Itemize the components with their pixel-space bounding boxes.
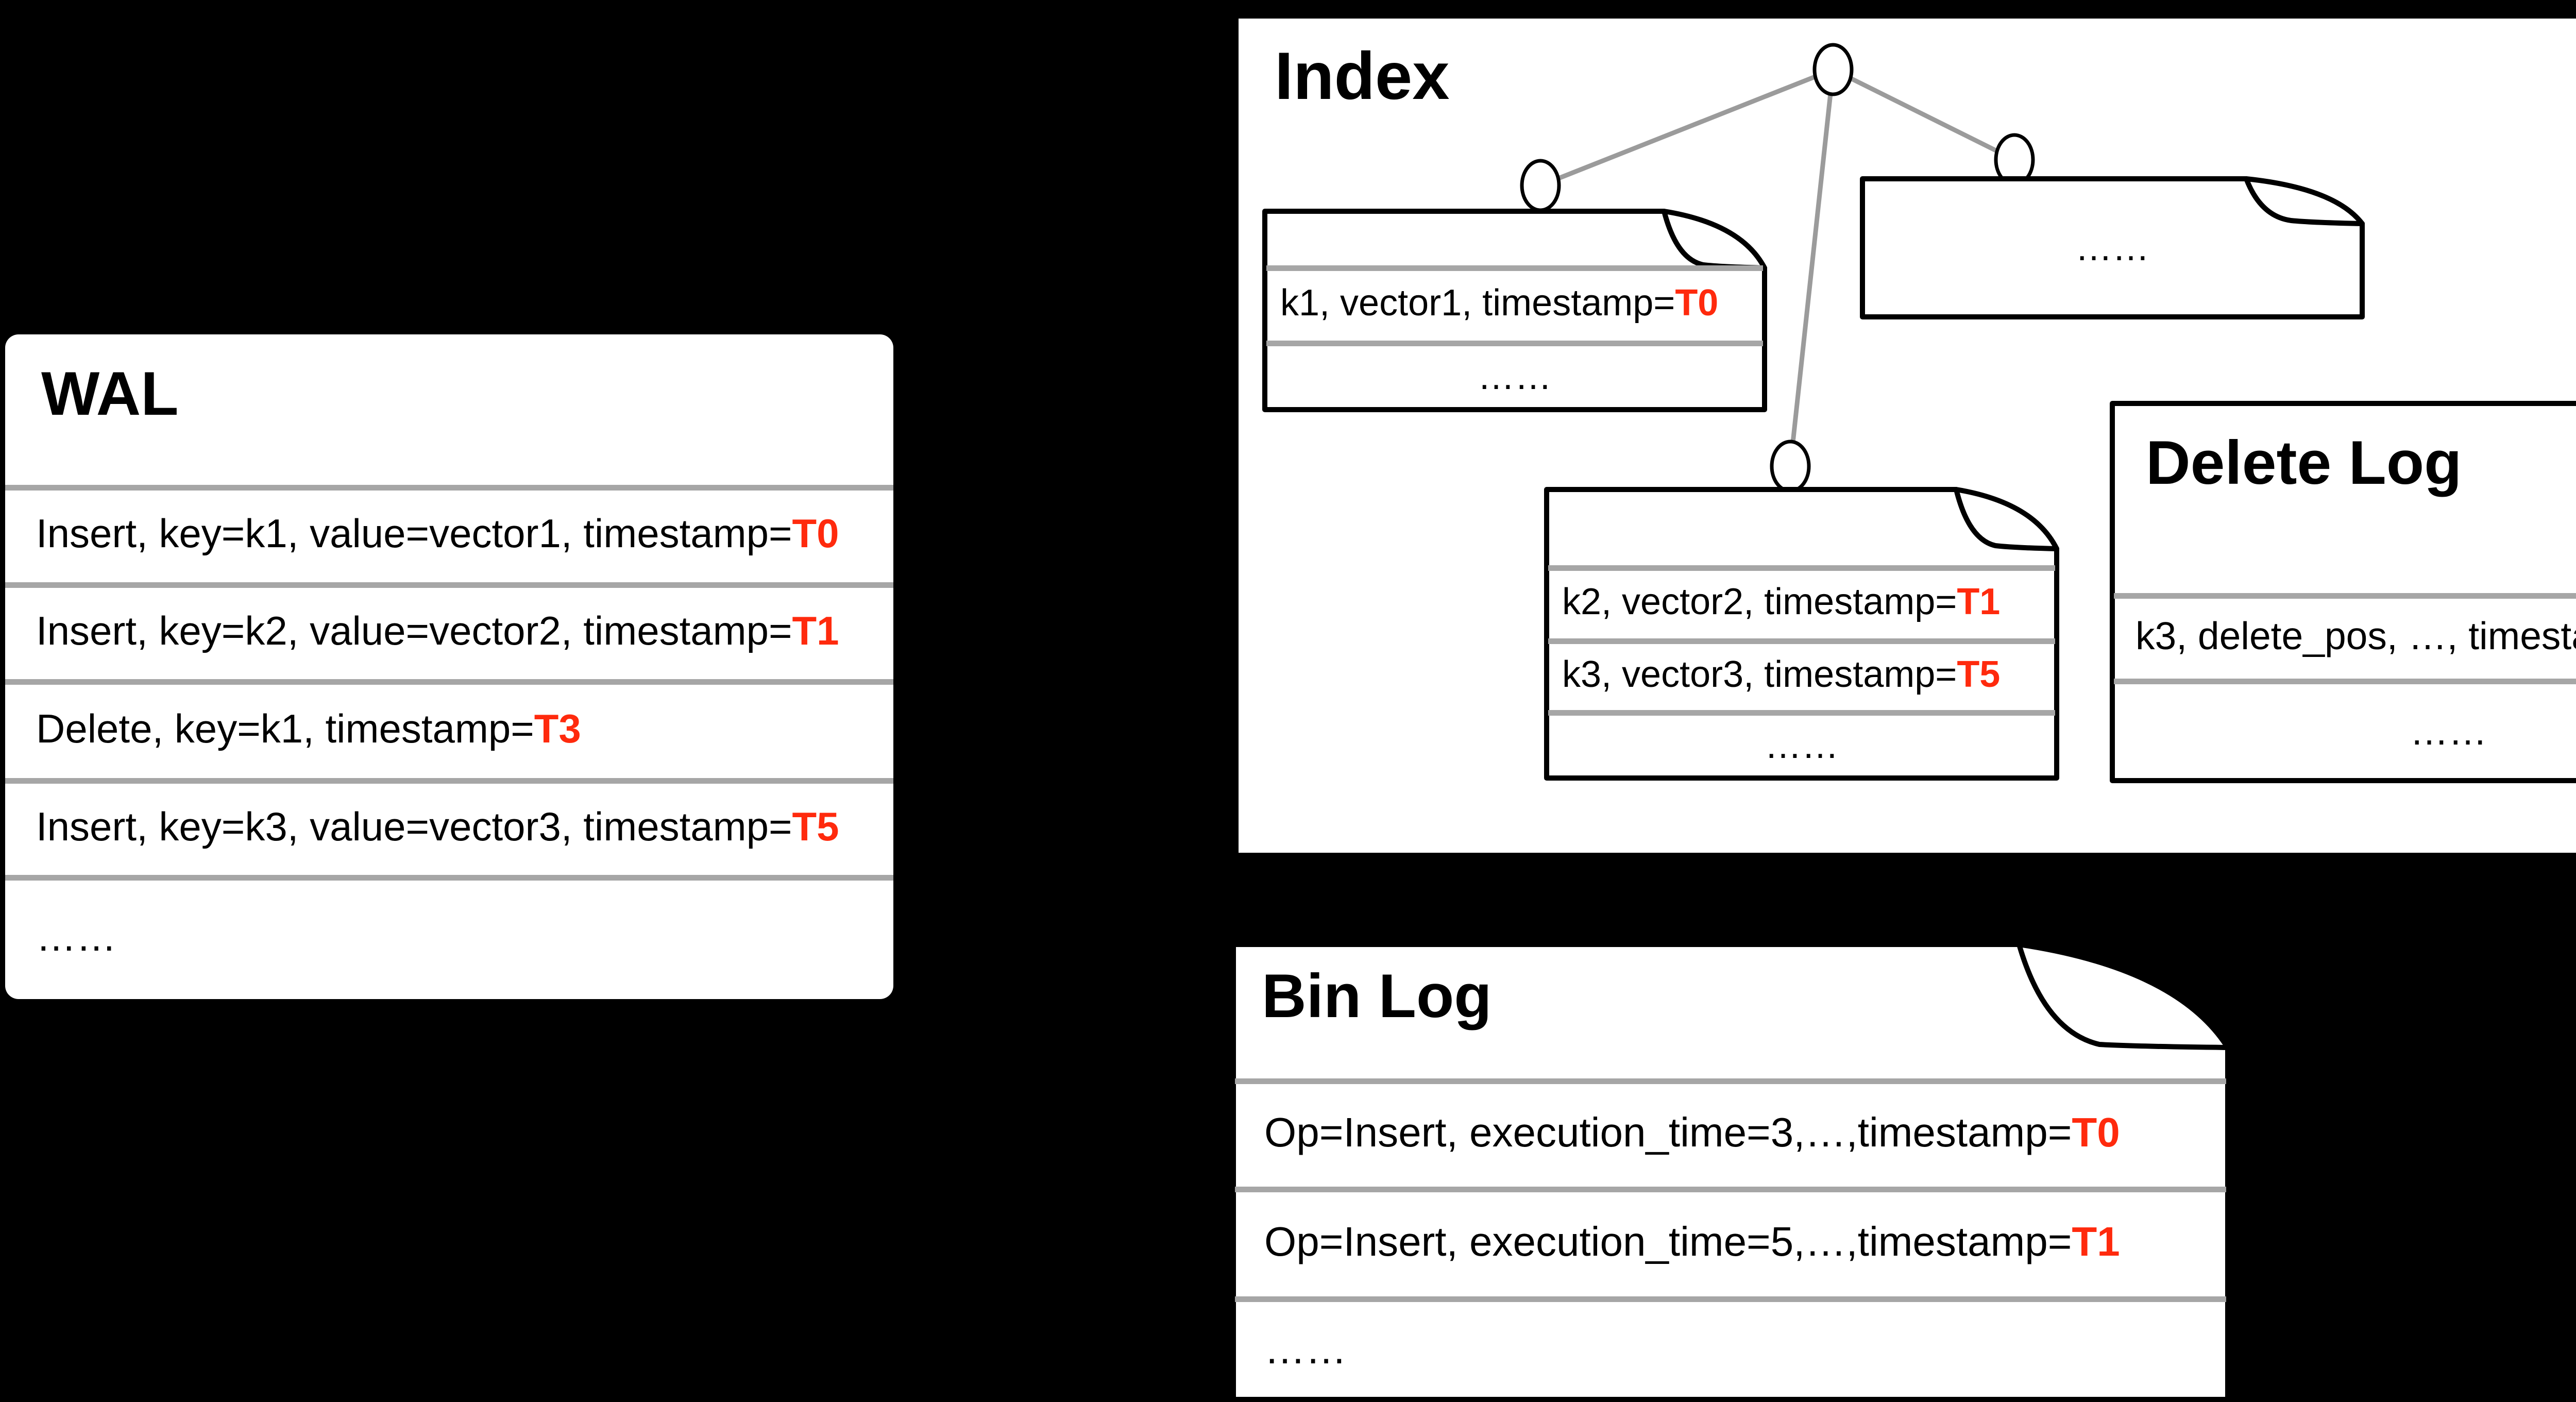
wal-row-timestamp: T0 xyxy=(792,511,839,556)
bin-log-row-timestamp: T0 xyxy=(2072,1109,2120,1155)
divider xyxy=(1548,638,2055,644)
delete-log-row-ellipsis: …… xyxy=(2110,679,2576,783)
divider xyxy=(1266,265,1763,271)
index-segment-doc-more: …… xyxy=(1860,176,2365,319)
wal-row: Insert, key=k1, value=vector1, timestamp… xyxy=(5,485,893,582)
document-shape xyxy=(2110,401,2576,783)
document-shape xyxy=(1231,942,2230,1402)
divider xyxy=(5,778,893,784)
delete-log-title: Delete Log xyxy=(2146,428,2462,497)
tree-node-circle xyxy=(1812,43,1854,96)
wal-row-timestamp: T3 xyxy=(534,705,581,751)
divider xyxy=(1266,341,1763,346)
document-shape xyxy=(1860,176,2365,319)
index-panel: Index k1, vector1, timestamp=T0 …… xyxy=(1232,12,2576,859)
wal-row: Insert, key=k2, value=vector2, timestamp… xyxy=(5,582,893,679)
segment-row-ellipsis: …… xyxy=(1544,710,2059,781)
ellipsis-text: …… xyxy=(1765,724,1839,766)
index-segment-doc-k1: k1, vector1, timestamp=T0 …… xyxy=(1262,209,1767,412)
wal-title: WAL xyxy=(41,359,179,428)
delete-log-row-text: k3, delete_pos, …, timestamp= xyxy=(2136,614,2576,657)
delete-log-panel: Delete Log k3, delete_pos, …, timestamp=… xyxy=(2110,401,2576,783)
divider xyxy=(5,485,893,491)
ellipsis-text: …… xyxy=(2075,227,2149,268)
wal-row-text: Insert, key=k1, value=vector1, timestamp… xyxy=(36,511,792,556)
divider xyxy=(1235,1296,2226,1302)
divider xyxy=(1235,1187,2226,1192)
index-segment-doc-k2-k3: k2, vector2, timestamp=T1 k3, vector3, t… xyxy=(1544,487,2059,781)
bin-log-panel: Bin Log Op=Insert, execution_time=3,…,ti… xyxy=(1231,942,2230,1402)
divider xyxy=(1548,565,2055,571)
wal-row: Insert, key=k3, value=vector3, timestamp… xyxy=(5,778,893,875)
ellipsis-text: …… xyxy=(36,914,116,959)
segment-row-text: k1, vector1, timestamp= xyxy=(1280,282,1675,324)
bin-log-row: Op=Insert, execution_time=5,…,timestamp=… xyxy=(1231,1187,2230,1296)
bin-log-row: Op=Insert, execution_time=3,…,timestamp=… xyxy=(1231,1078,2230,1187)
wal-row-ellipsis: …… xyxy=(5,875,893,999)
tree-node-circle xyxy=(1770,440,1811,493)
tree-edge xyxy=(1788,69,1836,467)
wal-row-text: Delete, key=k1, timestamp= xyxy=(36,705,534,751)
document-shape xyxy=(1544,487,2059,781)
ellipsis-text: …… xyxy=(1264,1326,1347,1372)
wal-row-text: Insert, key=k2, value=vector2, timestamp… xyxy=(36,607,792,653)
divider xyxy=(1548,710,2055,716)
divider xyxy=(5,582,893,588)
segment-row-ellipsis: …… xyxy=(1860,176,2365,319)
wal-panel: WAL Insert, key=k1, value=vector1, times… xyxy=(5,334,893,999)
wal-row-timestamp: T5 xyxy=(792,803,839,849)
bin-log-row-text: Op=Insert, execution_time=3,…,timestamp= xyxy=(1264,1109,2072,1155)
divider xyxy=(5,875,893,881)
segment-row-timestamp: T0 xyxy=(1675,282,1719,324)
segment-row: k3, vector3, timestamp=T5 xyxy=(1544,638,2059,710)
delete-log-row: k3, delete_pos, …, timestamp=T3 xyxy=(2110,593,2576,679)
bin-log-row-timestamp: T1 xyxy=(2072,1218,2120,1264)
divider xyxy=(1235,1078,2226,1084)
wal-row-text: Insert, key=k3, value=vector3, timestamp… xyxy=(36,803,792,849)
bin-log-title: Bin Log xyxy=(1262,961,1492,1031)
tree-node-circle xyxy=(1520,159,1561,212)
index-title: Index xyxy=(1275,38,1450,113)
bin-log-row-text: Op=Insert, execution_time=5,…,timestamp= xyxy=(1264,1218,2072,1264)
segment-row-timestamp: T5 xyxy=(1957,653,2001,695)
wal-row: Delete, key=k1, timestamp=T3 xyxy=(5,679,893,778)
bin-log-row-ellipsis: …… xyxy=(1231,1296,2230,1402)
divider xyxy=(5,679,893,685)
divider xyxy=(2114,593,2576,599)
segment-row-timestamp: T1 xyxy=(1957,581,2001,622)
segment-row: k2, vector2, timestamp=T1 xyxy=(1544,565,2059,638)
ellipsis-text: …… xyxy=(1478,356,1552,397)
tree-edge xyxy=(1539,67,1834,188)
segment-row: k1, vector1, timestamp=T0 xyxy=(1262,265,1767,341)
divider xyxy=(2114,679,2576,684)
segment-row-text: k3, vector3, timestamp= xyxy=(1562,653,1957,695)
segment-row-ellipsis: …… xyxy=(1262,341,1767,412)
segment-row-text: k2, vector2, timestamp= xyxy=(1562,581,1957,622)
tree-edge xyxy=(1832,67,2016,162)
wal-row-timestamp: T1 xyxy=(792,607,839,653)
ellipsis-text: …… xyxy=(2410,709,2487,753)
